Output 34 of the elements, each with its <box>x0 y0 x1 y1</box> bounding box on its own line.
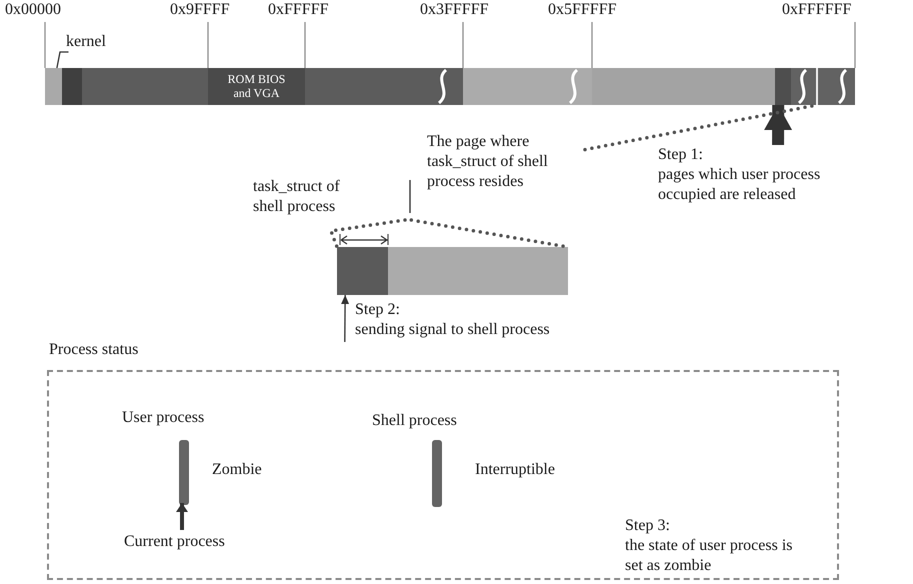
step-title: Step 3: <box>625 516 671 536</box>
address-label: 0x9FFFF <box>170 0 230 20</box>
address-label: 0x00000 <box>5 0 61 20</box>
arrow <box>176 503 188 530</box>
field-label: task_struct of shell process <box>253 177 341 217</box>
segment-label: ROM BIOS and VGA <box>226 72 286 100</box>
panel-title: Process status <box>49 340 138 360</box>
step-title: Step 2: <box>354 300 401 320</box>
arrow <box>764 104 792 146</box>
address-label: 0x3FFFFF <box>420 0 488 20</box>
rom-segment <box>208 68 305 105</box>
address-label: 0xFFFFF <box>268 0 328 20</box>
state-label: Zombie <box>212 460 262 480</box>
callout-text: The page where task_struct of shell process resides <box>405 132 585 220</box>
address-label: 0x5FFFFF <box>548 0 616 20</box>
process-bar <box>432 440 442 507</box>
process-label: Shell process <box>372 411 457 431</box>
step-description: pages which user process occupied are released <box>658 165 822 205</box>
arrow <box>341 295 350 342</box>
process-bar <box>179 440 189 505</box>
user-pages-segment <box>775 68 791 105</box>
address-label: 0xFFFFFF <box>782 0 852 20</box>
part-label: kernel <box>66 32 116 52</box>
leader-line <box>56 51 68 68</box>
kernel-segment <box>45 68 62 105</box>
step-description: the state of user process is set as zombie <box>625 536 794 576</box>
process-label: User process <box>122 408 204 428</box>
step-description: sending signal to shell process <box>354 320 551 340</box>
page-bar <box>337 247 568 295</box>
state-label: Current process <box>124 532 274 552</box>
step-title: Step 1: <box>658 145 704 165</box>
task-struct-segment <box>337 247 388 295</box>
zoom-line <box>328 218 407 249</box>
state-label: Interruptible <box>475 460 555 480</box>
